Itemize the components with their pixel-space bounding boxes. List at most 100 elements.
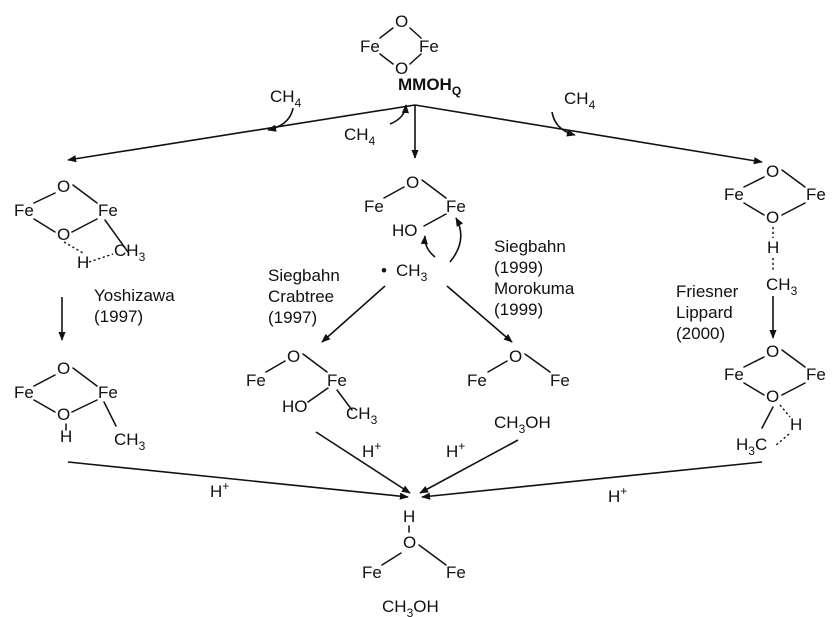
bonds	[743, 169, 806, 216]
ch4-curved-arrow-right	[551, 111, 576, 137]
arrow-radical-to-methanol	[446, 285, 513, 343]
arrow-radical-to-rebound	[321, 285, 386, 343]
ref-line: Siegbahn	[268, 266, 340, 285]
atom-fe: Fe	[467, 371, 487, 390]
atom-o: O	[406, 173, 419, 192]
atom-fe: Fe	[446, 563, 466, 582]
ch4-curved-arrow-left	[267, 107, 294, 132]
yoshizawa-intermediate-2: Fe O O Fe H CH3	[14, 359, 146, 453]
atom-o: O	[766, 208, 779, 227]
ref-line: (2000)	[676, 324, 725, 343]
center-right-product: Fe O Fe CH3OH	[467, 347, 570, 436]
ref-line: (1999)	[494, 300, 543, 319]
arrow-centerright-to-product	[419, 439, 519, 494]
ch4-curved-arrow-center	[389, 104, 409, 125]
radical-dot: •	[381, 261, 387, 280]
atom-h: H	[60, 427, 72, 446]
atom-o: O	[57, 225, 70, 244]
arrow-to-friesner-path	[414, 104, 763, 165]
siegbahn-crabtree-reference: Siegbahn Crabtree (1997)	[268, 266, 340, 327]
atom-o: O	[766, 162, 779, 181]
curved-arrow-to-ho	[420, 235, 436, 258]
methyl-radical: • CH3	[381, 261, 428, 284]
mmohq-bonds	[379, 27, 422, 65]
ch4-label-right: CH4	[564, 89, 596, 112]
yoshizawa-reference: Yoshizawa (1997)	[94, 286, 175, 326]
atom-o: O	[403, 533, 416, 552]
arrow-right-to-product	[421, 461, 763, 500]
bonds	[33, 367, 117, 431]
atom-o: O	[766, 342, 779, 361]
ref-line: (1999)	[494, 258, 543, 277]
yoshizawa-intermediate-1: Fe O O Fe H CH3	[14, 177, 146, 272]
arrow-centerleft-to-product	[315, 431, 411, 494]
atom-fe: Fe	[724, 365, 744, 384]
radical-ch3: CH3	[396, 261, 428, 284]
atom-fe: Fe	[14, 383, 34, 402]
atom-fe: Fe	[446, 197, 466, 216]
proton-label-left: H+	[210, 479, 229, 501]
dotted-h-c-bond	[774, 433, 790, 447]
proton-label-right: H+	[608, 484, 627, 506]
curved-arrow-to-fe	[449, 217, 464, 263]
final-product: H O Fe Fe CH3OH	[362, 507, 466, 617]
ref-line: (1997)	[268, 308, 317, 327]
atom-h: H	[767, 238, 779, 257]
siegbahn-morokuma-reference: Siegbahn (1999) Morokuma (1999)	[494, 237, 575, 319]
atom-ho: HO	[282, 397, 308, 416]
proton-label-centerright: H+	[446, 439, 465, 461]
bonds	[487, 353, 551, 373]
ref-line: Crabtree	[268, 287, 334, 306]
ref-line: Siegbahn	[494, 237, 566, 256]
arrow-to-yoshizawa-path	[67, 104, 416, 163]
atom-h: H	[77, 253, 89, 272]
ch4-label-left: CH4	[270, 87, 302, 110]
atom-fe: Fe	[806, 185, 826, 204]
atom-h: H	[790, 415, 802, 434]
mmohq-o-top: O	[395, 12, 408, 31]
dotted-o-h-bond	[779, 404, 791, 418]
mmohq-fe-left: Fe	[360, 37, 380, 56]
proton-label-centerleft: H+	[362, 439, 381, 461]
ref-line: Yoshizawa	[94, 286, 175, 305]
atom-fe: Fe	[14, 201, 34, 220]
atom-ch3: CH3	[346, 404, 378, 427]
atom-h: H	[403, 507, 415, 526]
atom-ch3: CH3	[114, 241, 146, 264]
atom-fe: Fe	[806, 365, 826, 384]
final-methanol: CH3OH	[382, 597, 439, 617]
atom-fe: Fe	[724, 185, 744, 204]
mmohq-label: MMOHQ	[398, 75, 461, 98]
friesner-intermediate-1: Fe O O Fe H CH3	[724, 162, 826, 298]
atom-o: O	[57, 177, 70, 196]
ref-line: Lippard	[676, 303, 733, 322]
ref-line: Friesner	[676, 282, 739, 301]
atom-fe: Fe	[327, 371, 347, 390]
atom-fe: Fe	[246, 371, 266, 390]
atom-fe: Fe	[364, 197, 384, 216]
atom-fe: Fe	[550, 371, 570, 390]
dotted-h-bond	[63, 241, 84, 254]
arrow-left-to-product	[67, 461, 409, 500]
mmohq-structure: Fe Fe O O MMOHQ	[360, 12, 461, 98]
atom-o: O	[57, 405, 70, 424]
atom-o: O	[766, 387, 779, 406]
friesner-lippard-reference: Friesner Lippard (2000)	[676, 282, 739, 343]
ref-line: (1997)	[94, 307, 143, 326]
atom-h3c: H3C	[736, 435, 767, 458]
ref-line: Morokuma	[494, 279, 575, 298]
bonds	[265, 353, 353, 411]
atom-fe: Fe	[98, 383, 118, 402]
bonds	[383, 179, 447, 227]
mmohq-fe-right: Fe	[419, 37, 439, 56]
atom-o: O	[57, 359, 70, 378]
atom-ch3: CH3	[114, 430, 146, 453]
atom-o: O	[287, 347, 300, 366]
atom-ch3: CH3	[766, 275, 798, 298]
ch4-label-center: CH4	[344, 125, 376, 148]
friesner-intermediate-2: Fe O O Fe H H3C	[724, 342, 826, 458]
atom-ho: HO	[392, 221, 418, 240]
atom-fe: Fe	[98, 201, 118, 220]
center-left-product: Fe O Fe HO CH3	[246, 347, 378, 427]
